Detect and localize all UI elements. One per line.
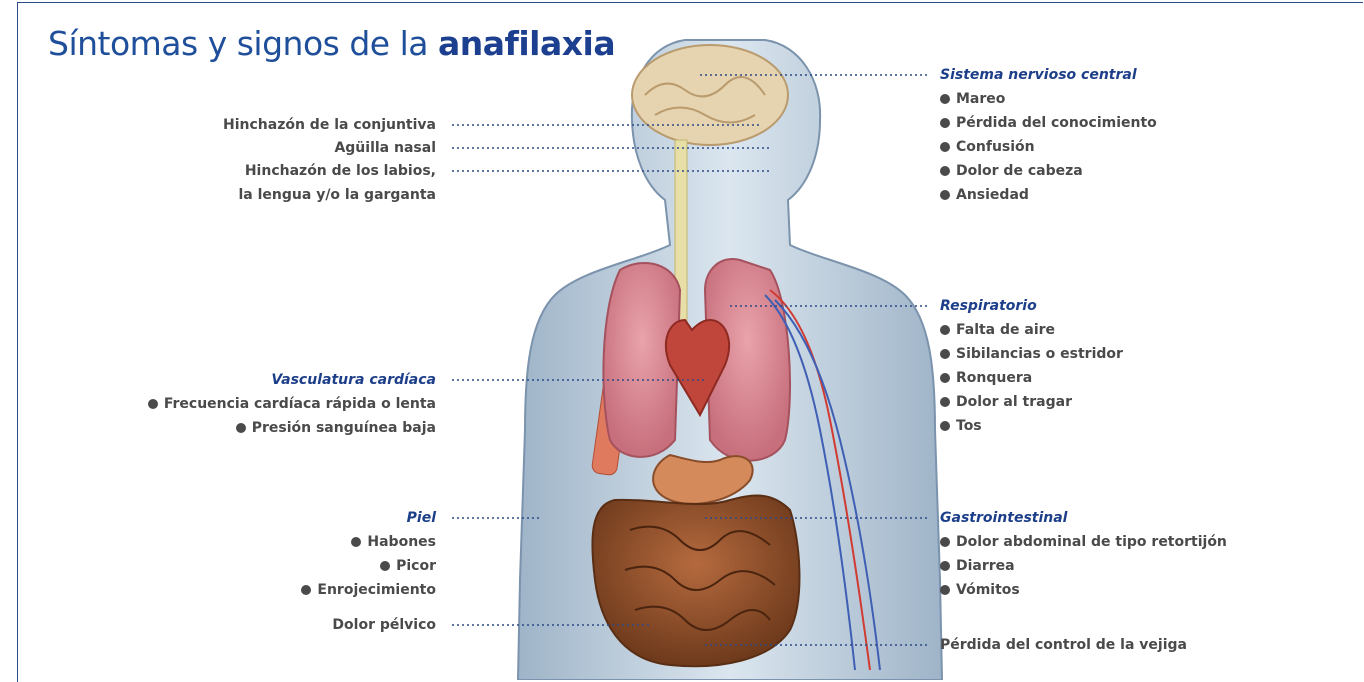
gi-header: Gastrointestinal: [940, 506, 1227, 530]
skin-item: Habones: [301, 530, 436, 554]
respiratory-item: Falta de aire: [940, 318, 1123, 342]
cns-item-text: Dolor de cabeza: [956, 159, 1083, 183]
label-bladder: Pérdida del control de la vejiga: [940, 633, 1187, 657]
bullet-icon: [940, 166, 950, 176]
bullet-icon: [940, 373, 950, 383]
respiratory-item: Dolor al tragar: [940, 390, 1123, 414]
respiratory-item-text: Sibilancias o estridor: [956, 342, 1123, 366]
cns-item: Confusión: [940, 135, 1157, 159]
bullet-icon: [940, 118, 950, 128]
respiratory-item-text: Dolor al tragar: [956, 390, 1072, 414]
gi-item-text: Diarrea: [956, 554, 1015, 578]
gi-item: Dolor abdominal de tipo retortijón: [940, 530, 1227, 554]
bullet-icon: [940, 421, 950, 431]
label-nasal: Agüilla nasal: [334, 136, 436, 160]
cns-item: Pérdida del conocimiento: [940, 111, 1157, 135]
bullet-icon: [940, 349, 950, 359]
group-skin: Piel Habones Picor Enrojecimiento: [301, 506, 436, 602]
label-bladder-text: Pérdida del control de la vejiga: [940, 633, 1187, 657]
cns-item-text: Ansiedad: [956, 183, 1029, 207]
label-nasal-text: Agüilla nasal: [334, 136, 436, 160]
skin-item-text: Picor: [396, 554, 436, 578]
label-lips: Hinchazón de los labios, la lengua y/o l…: [239, 159, 437, 207]
label-pelvic: Dolor pélvico: [332, 613, 436, 637]
bullet-icon: [940, 190, 950, 200]
skin-item: Picor: [301, 554, 436, 578]
cardiac-item: Frecuencia cardíaca rápida o lenta: [148, 392, 436, 416]
cardiac-header: Vasculatura cardíaca: [148, 368, 436, 392]
cns-item: Dolor de cabeza: [940, 159, 1157, 183]
bullet-icon: [380, 561, 390, 571]
bullet-icon: [940, 142, 950, 152]
gi-item-text: Vómitos: [956, 578, 1020, 602]
cardiac-item: Presión sanguínea baja: [148, 416, 436, 440]
bullet-icon: [236, 423, 246, 433]
skin-item-text: Habones: [367, 530, 436, 554]
respiratory-item-text: Falta de aire: [956, 318, 1055, 342]
cardiac-item-text: Frecuencia cardíaca rápida o lenta: [164, 392, 436, 416]
respiratory-item: Sibilancias o estridor: [940, 342, 1123, 366]
gi-item: Diarrea: [940, 554, 1227, 578]
cardiac-item-text: Presión sanguínea baja: [252, 416, 436, 440]
label-conjunctiva: Hinchazón de la conjuntiva: [223, 113, 436, 137]
bullet-icon: [940, 397, 950, 407]
bullet-icon: [940, 94, 950, 104]
label-lips-line2: la lengua y/o la garganta: [239, 183, 437, 207]
cns-item-text: Confusión: [956, 135, 1035, 159]
group-cns: Sistema nervioso central Mareo Pérdida d…: [940, 63, 1157, 207]
bullet-icon: [940, 561, 950, 571]
skin-header: Piel: [301, 506, 436, 530]
bullet-icon: [148, 399, 158, 409]
respiratory-header: Respiratorio: [940, 294, 1123, 318]
respiratory-item-text: Tos: [956, 414, 982, 438]
skin-item: Enrojecimiento: [301, 578, 436, 602]
bullet-icon: [301, 585, 311, 595]
gi-item-text: Dolor abdominal de tipo retortijón: [956, 530, 1227, 554]
bullet-icon: [940, 537, 950, 547]
cns-item-text: Pérdida del conocimiento: [956, 111, 1157, 135]
respiratory-item: Tos: [940, 414, 1123, 438]
cns-header: Sistema nervioso central: [940, 63, 1157, 87]
label-conjunctiva-text: Hinchazón de la conjuntiva: [223, 113, 436, 137]
group-gi: Gastrointestinal Dolor abdominal de tipo…: [940, 506, 1227, 602]
group-cardiac: Vasculatura cardíaca Frecuencia cardíaca…: [148, 368, 436, 440]
respiratory-item-text: Ronquera: [956, 366, 1032, 390]
skin-item-text: Enrojecimiento: [317, 578, 436, 602]
bullet-icon: [940, 325, 950, 335]
bullet-icon: [940, 585, 950, 595]
bullet-icon: [351, 537, 361, 547]
respiratory-item: Ronquera: [940, 366, 1123, 390]
label-lips-line1: Hinchazón de los labios,: [239, 159, 437, 183]
cns-item: Ansiedad: [940, 183, 1157, 207]
cns-item-text: Mareo: [956, 87, 1005, 111]
group-respiratory: Respiratorio Falta de aire Sibilancias o…: [940, 294, 1123, 438]
gi-item: Vómitos: [940, 578, 1227, 602]
label-pelvic-text: Dolor pélvico: [332, 613, 436, 637]
cns-item: Mareo: [940, 87, 1157, 111]
